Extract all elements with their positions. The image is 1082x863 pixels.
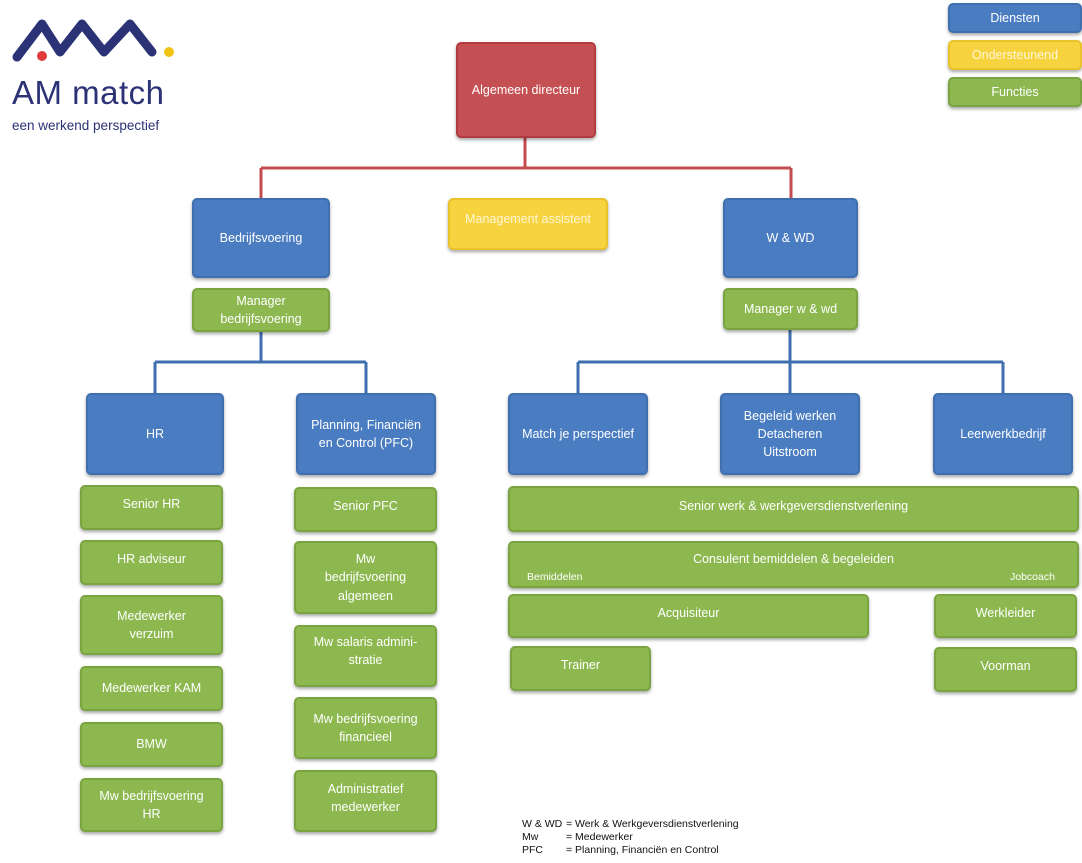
abbreviation-term: W & WD — [522, 818, 563, 830]
algemeen-directeur-box: Algemeen directeur — [456, 42, 596, 138]
logo-name: AM match — [12, 74, 165, 111]
pfc-box: Planning, Financiën en Control (PFC) — [296, 393, 436, 475]
pfc-role-mw-bedrijfsvoering-algemeen: Mw bedrijfsvoering algemeen — [294, 541, 437, 614]
abbreviation-meaning: = Werk & Werkgeversdienstverlening — [566, 818, 739, 830]
wwd-box: W & WD — [723, 198, 858, 278]
consulent-box: Consulent bemiddelen & begeleiden — [508, 541, 1079, 588]
abbreviation-term: Mw — [522, 831, 539, 844]
director-connectors — [259, 138, 793, 198]
pfc-role-mw-salaris-administratie: Mw salaris admini- stratie — [294, 625, 437, 687]
voorman-box: Voorman — [934, 647, 1077, 692]
abbreviation-meaning: = Medewerker — [566, 831, 633, 844]
consulent-label: Consulent bemiddelen & begeleiden — [693, 552, 894, 566]
hr-box: HR — [86, 393, 224, 475]
abbreviation-term: PFC — [522, 844, 543, 857]
bedrijfsvoering-connectors — [153, 332, 368, 393]
wwd-connectors — [576, 330, 1005, 393]
bemiddelen-label: Bemiddelen — [527, 571, 583, 583]
abbreviation-legend: W & WD = Werk & Werkgeversdienstverlenin… — [522, 818, 739, 857]
legend-functies: Functies — [948, 77, 1082, 107]
abbreviation-row: Mw = Medewerker — [522, 831, 739, 844]
senior-werkgeversdienstverlening-box: Senior werk & werkgeversdienstverlening — [508, 486, 1079, 532]
werkleider-box: Werkleider — [934, 594, 1077, 638]
unit-leerwerkbedrijf: Leerwerkbedrijf — [933, 393, 1073, 475]
jobcoach-label: Jobcoach — [1010, 571, 1055, 583]
hr-role-senior-hr: Senior HR — [80, 485, 223, 530]
abbreviation-meaning: = Planning, Financiën en Control — [566, 844, 719, 857]
management-assistent-box: Management assistent — [448, 198, 608, 250]
logo-tagline: een werkend perspectief — [12, 118, 160, 133]
unit-match-je-perspectief: Match je perspectief — [508, 393, 648, 475]
hr-role-hr-adviseur: HR adviseur — [80, 540, 223, 585]
pfc-role-administratief-medewerker: Administratief medewerker — [294, 770, 437, 832]
hr-role-mw-bedrijfsvoering-hr: Mw bedrijfsvoering HR — [80, 778, 223, 832]
hr-role-medewerker-kam: Medewerker KAM — [80, 666, 223, 711]
trainer-box: Trainer — [510, 646, 651, 691]
hr-role-bmw: BMW — [80, 722, 223, 767]
am-logo-mark — [12, 19, 174, 62]
abbreviation-row: PFC = Planning, Financiën en Control — [522, 844, 739, 857]
legend-diensten: Diensten — [948, 3, 1082, 33]
manager-bedrijfsvoering-box: Manager bedrijfsvoering — [192, 288, 330, 332]
pfc-role-senior-pfc: Senior PFC — [294, 487, 437, 532]
manager-wwd-box: Manager w & wd — [723, 288, 858, 330]
unit-begeleid-werken: Begeleid werken Detacheren Uitstroom — [720, 393, 860, 475]
hr-role-medewerker-verzuim: Medewerker verzuim — [80, 595, 223, 655]
bedrijfsvoering-box: Bedrijfsvoering — [192, 198, 330, 278]
legend-ondersteunend: Ondersteunend — [948, 40, 1082, 70]
acquisiteur-box: Acquisiteur — [508, 594, 869, 638]
pfc-role-mw-bedrijfsvoering-financieel: Mw bedrijfsvoering financieel — [294, 697, 437, 759]
abbreviation-row: W & WD = Werk & Werkgeversdienstverlenin… — [522, 818, 739, 831]
